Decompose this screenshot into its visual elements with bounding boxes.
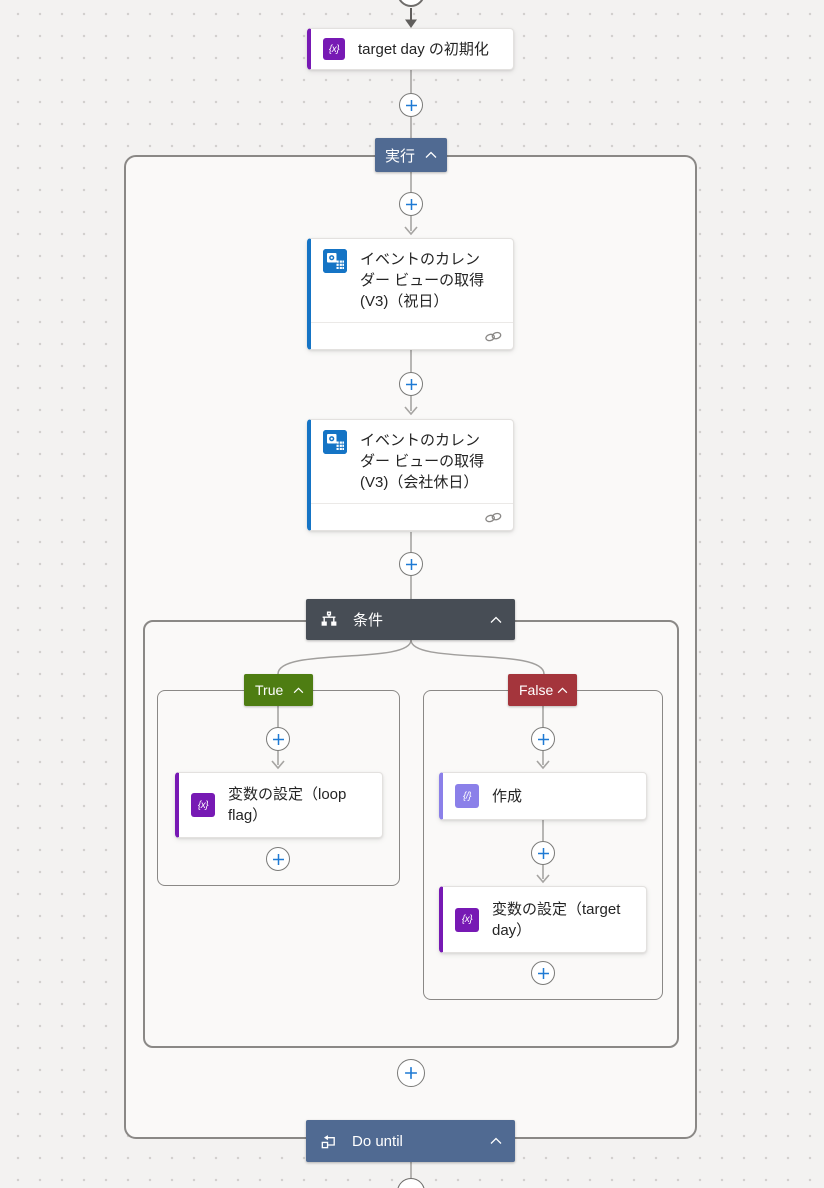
insert-step-button-5[interactable] [397,1059,425,1087]
chevron-up-icon[interactable] [490,616,502,624]
variable-braces-x-icon: {x} [455,907,479,932]
insert-step-button-top-partial[interactable] [397,0,425,7]
insert-step-button-false-2[interactable] [531,841,555,865]
do-until-label: Do until [352,1132,403,1150]
action-label: イベントのカレン ダー ビューの取得 (V3)（会社休日） [360,432,485,491]
action-card-compose[interactable]: {/} 作成 [439,772,647,820]
scope-label: 実行 [384,147,415,165]
condition-label: 条件 [353,612,384,629]
variable-braces-x-icon: {x} [323,38,345,60]
insert-step-button-false-1[interactable] [531,727,555,751]
insert-step-button-true-2[interactable] [266,847,290,871]
plus-icon [405,99,417,111]
connection-link-icon[interactable] [484,511,503,524]
connection-link-icon[interactable] [484,330,503,343]
action-label: イベントのカレン ダー ビューの取得 (V3)（祝日） [360,251,485,310]
action-card-get-calendar-view-company-holiday[interactable]: イベントのカレン ダー ビューの取得 (V3)（会社休日） [307,419,514,531]
card-footer [311,503,513,530]
condition-branch-icon [321,611,337,626]
plus-icon [537,847,549,859]
insert-step-button-2[interactable] [399,192,423,216]
chevron-up-icon[interactable] [293,686,304,694]
action-label: 作成 [492,787,523,805]
insert-step-button-1[interactable] [399,93,423,117]
condition-header[interactable]: 条件 [306,599,515,640]
insert-step-button-3[interactable] [399,372,423,396]
action-label: target day の初期化 [358,40,489,58]
plus-icon [405,558,417,570]
do-until-loop-icon [321,1135,335,1149]
outlook-calendar-icon [323,430,347,454]
true-branch-badge[interactable]: True [244,674,313,706]
chevron-up-icon[interactable] [490,1137,502,1145]
plus-icon [272,733,284,745]
insert-step-button-bottom-partial[interactable] [397,1178,425,1188]
action-card-set-variable-loop-flag[interactable]: {x} 変数の設定（loop flag） [175,772,383,838]
action-card-initialize-target-day[interactable]: {x} target day の初期化 [307,28,514,70]
action-card-set-variable-target-day[interactable]: {x} 変数の設定（target day） [439,886,647,953]
plus-icon [537,733,549,745]
chevron-up-icon[interactable] [425,151,437,159]
action-card-get-calendar-view-holiday[interactable]: イベントのカレン ダー ビューの取得 (V3)（祝日） [307,238,514,350]
card-footer [311,322,513,349]
action-label: 変数の設定（target day） [492,900,621,939]
chevron-up-icon[interactable] [557,686,568,694]
action-label: 変数の設定（loop flag） [228,786,347,824]
plus-icon [272,853,284,865]
plus-icon [405,378,417,390]
plus-icon [405,1067,417,1079]
do-until-header[interactable]: Do until [306,1120,515,1162]
compose-braces-icon: {/} [455,784,479,808]
false-branch-badge[interactable]: False [508,674,577,706]
outlook-calendar-icon [323,249,347,273]
insert-step-button-true-1[interactable] [266,727,290,751]
false-branch-label: False [519,682,554,698]
plus-icon [405,198,417,210]
plus-icon [537,967,549,979]
variable-braces-x-icon: {x} [191,793,215,817]
scope-header-execute[interactable]: 実行 [375,138,447,172]
true-branch-label: True [255,682,284,698]
insert-step-button-false-3[interactable] [531,961,555,985]
insert-step-button-4[interactable] [399,552,423,576]
